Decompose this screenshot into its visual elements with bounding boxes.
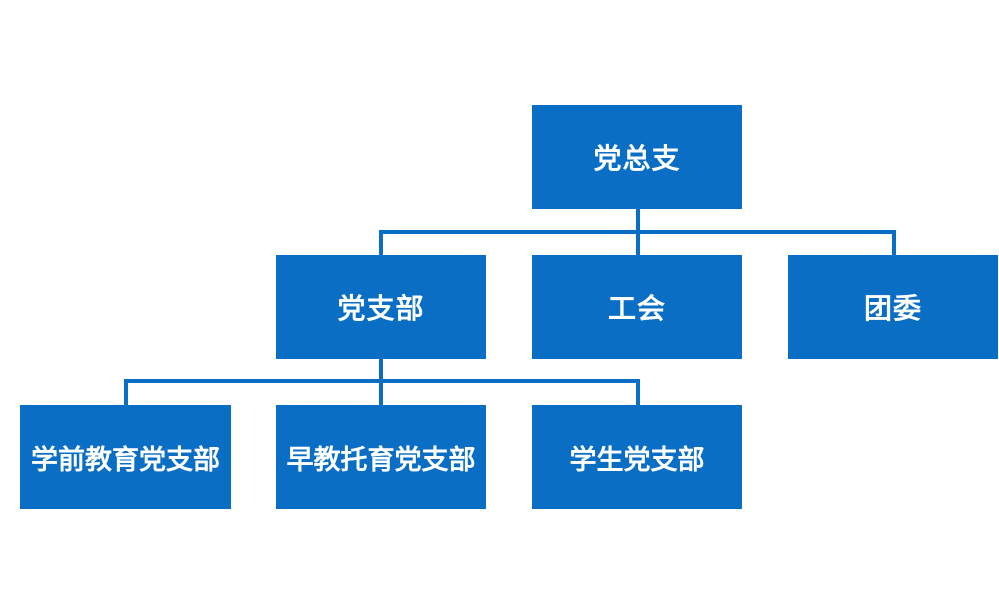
connector-to-xueqian xyxy=(124,379,128,406)
node-level2-gonghui: 工会 xyxy=(532,255,742,359)
node-level3-zaojiao: 早教托育党支部 xyxy=(276,405,486,509)
connector-dangzhibu-down xyxy=(379,357,383,383)
connector-root-down xyxy=(636,208,640,234)
connector-to-gonghui xyxy=(636,230,640,256)
connector-to-xuesheng xyxy=(636,379,640,406)
connector-to-tuanwei xyxy=(892,230,896,256)
connector-to-zaojiao xyxy=(379,379,383,406)
node-level2-tuanwei: 团委 xyxy=(788,255,998,359)
node-level3-xuesheng: 学生党支部 xyxy=(532,405,742,509)
node-level3-xueqian: 学前教育党支部 xyxy=(20,405,231,509)
node-root: 党总支 xyxy=(532,105,742,209)
connector-to-dangzhibu xyxy=(379,230,383,256)
node-level2-dangzhibu: 党支部 xyxy=(276,255,486,359)
